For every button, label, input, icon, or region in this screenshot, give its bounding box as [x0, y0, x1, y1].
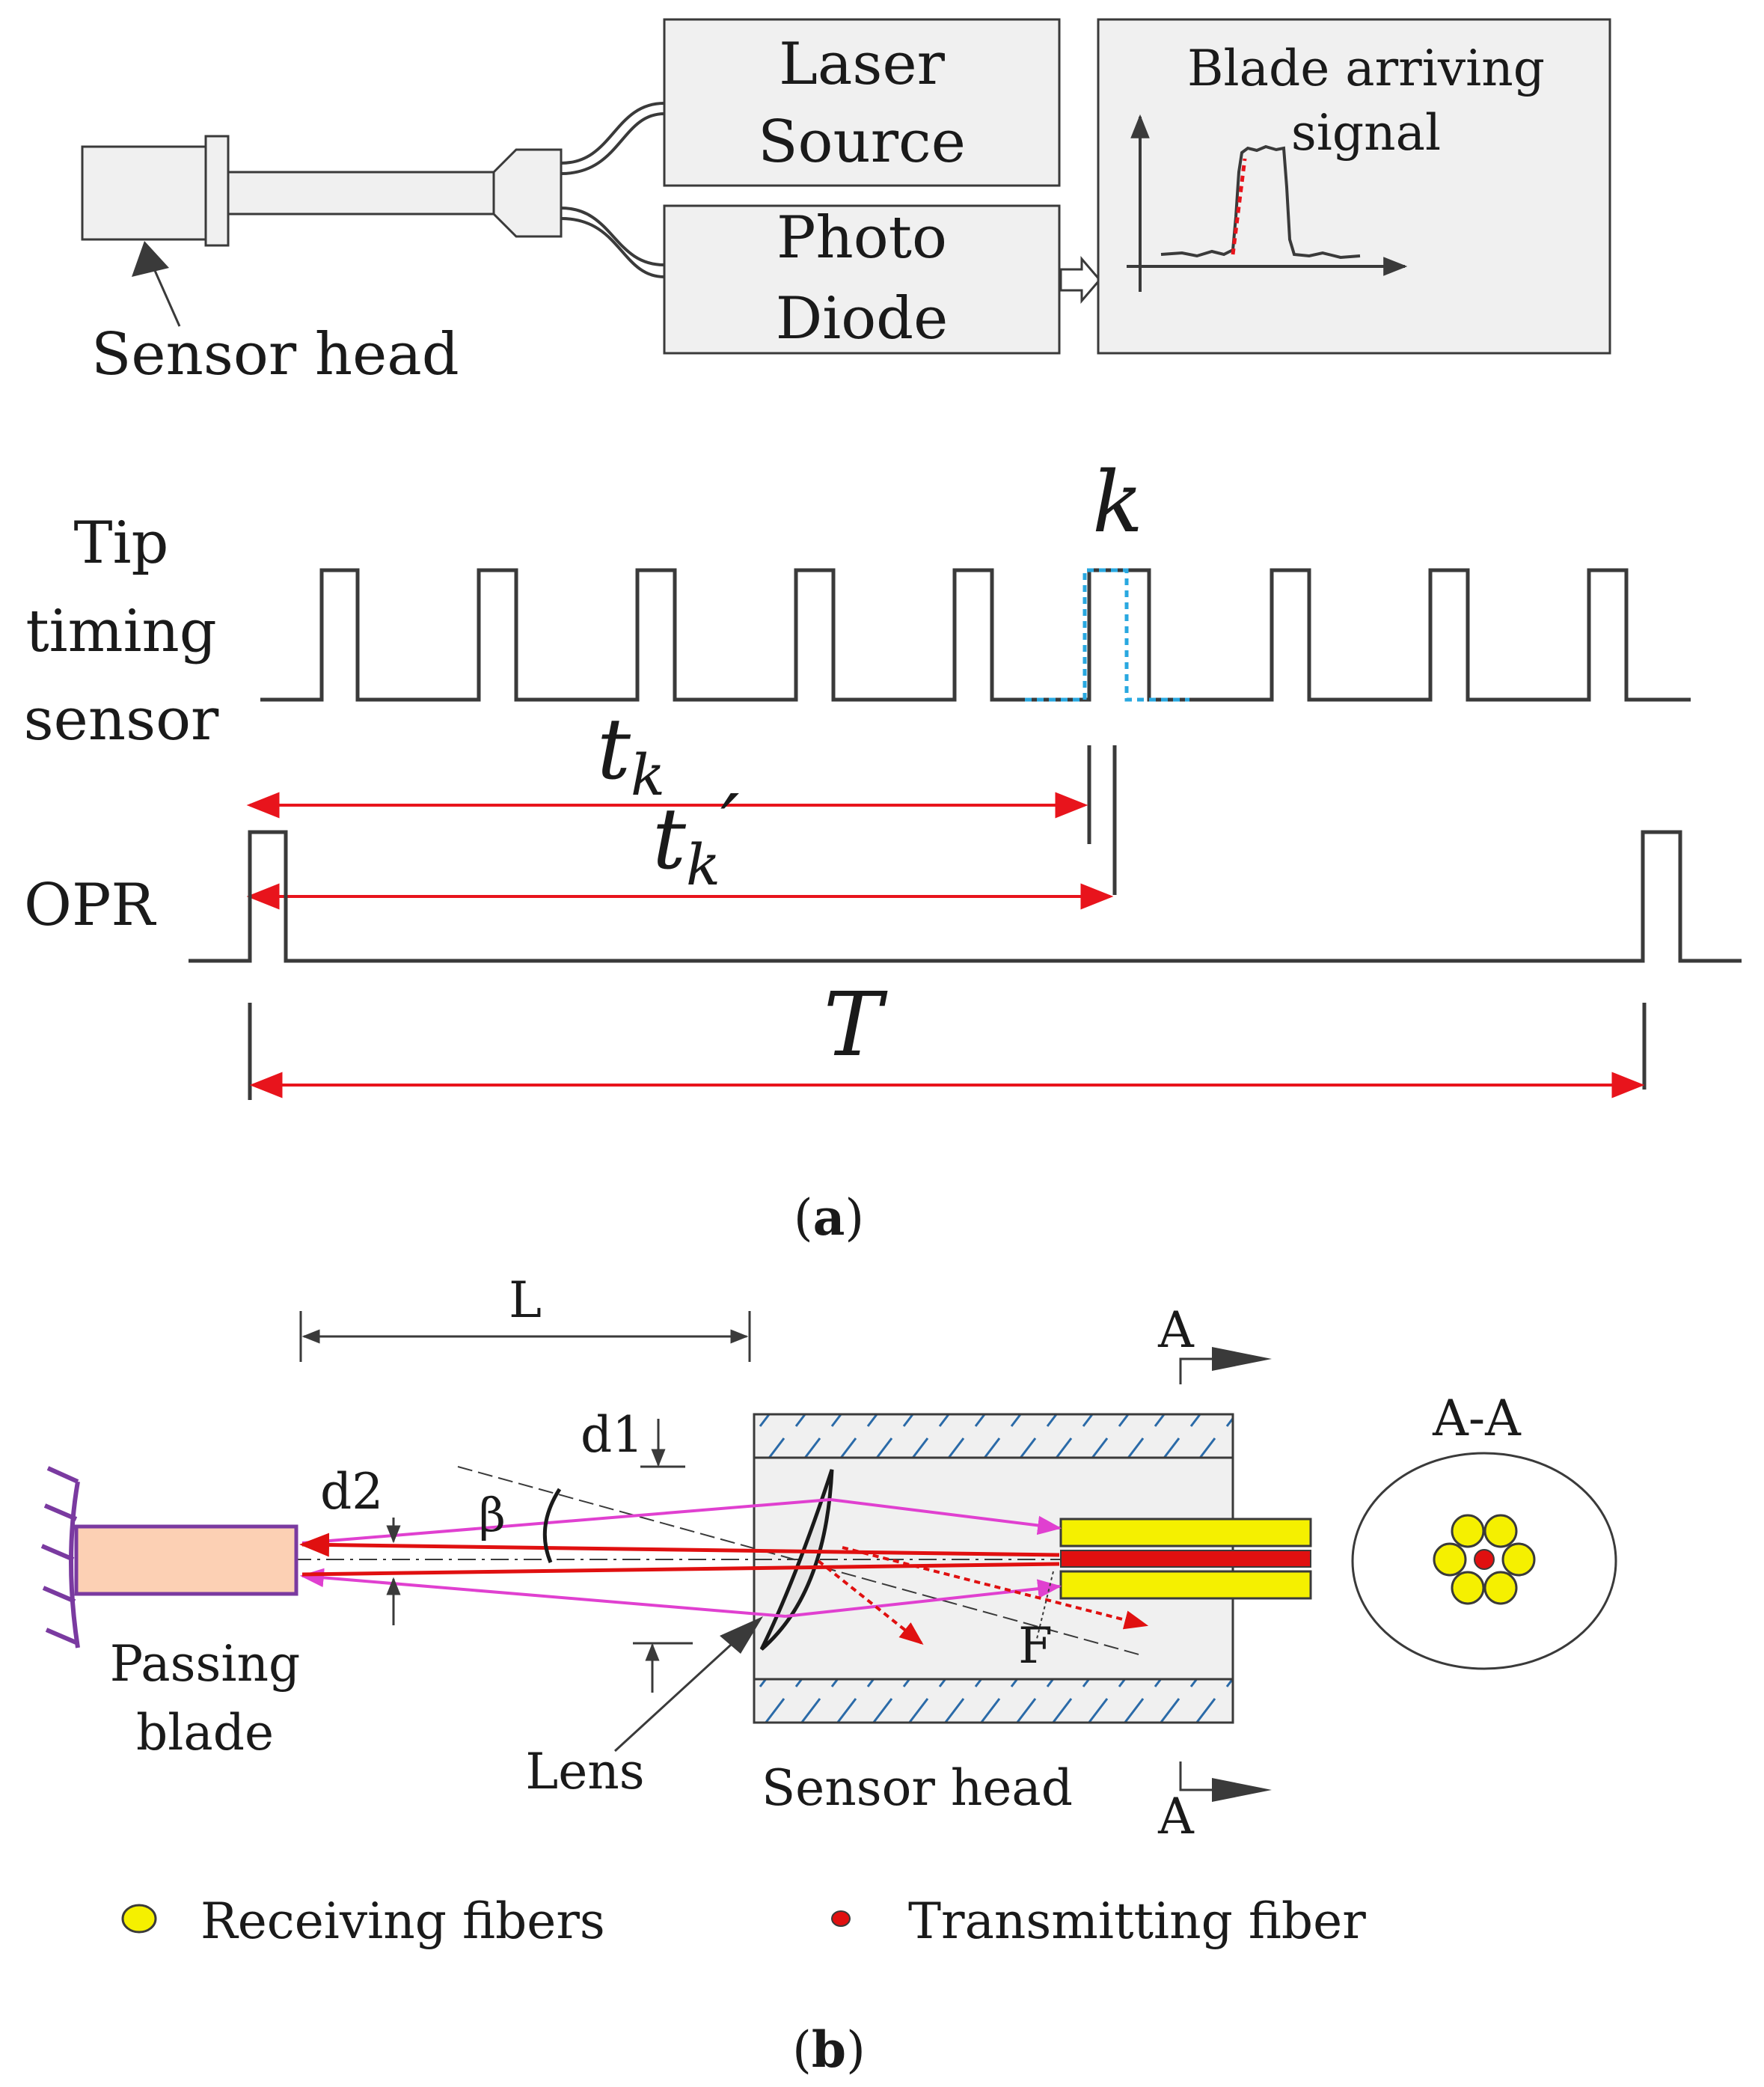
lens [759, 1469, 834, 1651]
fiber-cables [560, 102, 665, 278]
cross-section-fibers [1433, 1514, 1536, 1605]
tk-label: tk [597, 701, 665, 808]
beta-label: β [479, 1488, 506, 1542]
legend-receiving-label: Receiving fibers [200, 1892, 605, 1950]
caption-b: (b) [792, 2020, 866, 2079]
lens-pointer-arrowhead [720, 1616, 763, 1654]
section-A-top-arrow-icon [1212, 1347, 1272, 1371]
sensor-head-pointer-arrowhead [132, 241, 169, 277]
tip-timing-label-1: Tip [74, 510, 169, 577]
section-A-bottom-marker [1179, 1761, 1212, 1791]
laser-source-label-2: Source [758, 109, 966, 176]
legend-receiving-marker [121, 1904, 157, 1934]
photo-diode-box [663, 204, 1061, 355]
opr-label: OPR [24, 872, 156, 939]
blade-arriving-signal-trace [1160, 144, 1361, 260]
T-label: T [824, 973, 888, 1076]
F-label: F [1018, 1617, 1053, 1675]
housing-bottom-wall [753, 1678, 1234, 1724]
beam-red-upper [299, 1533, 1060, 1557]
opr-pulse-train [189, 830, 1742, 963]
sensor-system-diagram: Sensor head Laser Source Photo Diode Bla… [81, 18, 1611, 388]
d2-label: d2 [320, 1463, 383, 1521]
tip-timing-label-3: sensor [24, 686, 219, 754]
inclined-axis [457, 1466, 1142, 1656]
section-A-top-marker [1179, 1357, 1212, 1384]
legend-transmitting-marker [831, 1910, 851, 1927]
beta-angle-arc [542, 1488, 562, 1563]
section-A-bottom: A [1157, 1788, 1195, 1845]
receiving-fiber-cross-section [1433, 1542, 1467, 1577]
caption-a: (a) [794, 1188, 864, 1247]
laser-source-label-1: Laser [779, 31, 945, 98]
passing-blade [74, 1524, 298, 1596]
receiving-fiber-cross-section [1483, 1514, 1518, 1548]
tkp-label: tk′ [652, 777, 740, 898]
section-A-bottom-arrow-icon [1212, 1778, 1272, 1802]
beam-paths [299, 1498, 1149, 1645]
transmitting-fiber [1060, 1550, 1311, 1568]
legend-transmitting-label: Transmitting fiber [908, 1892, 1366, 1950]
optical-sensor-diagram: L A A Lens [40, 1271, 1617, 2079]
signal-box [1097, 18, 1611, 355]
lens-label: Lens [525, 1743, 644, 1800]
fiber-splitter [492, 148, 563, 238]
beam-magenta-lower [299, 1568, 786, 1618]
lens-pointer [613, 1636, 741, 1753]
photo-diode-label-1: Photo [777, 204, 947, 272]
passing-blade-label-2: blade [136, 1704, 274, 1761]
expected-arrival-pulse [1025, 568, 1189, 702]
receiving-fiber-upper [1059, 1518, 1312, 1547]
photo-diode-label-2: Diode [776, 285, 949, 352]
signal-trigger-level [1231, 158, 1247, 255]
d1-label: d1 [581, 1406, 643, 1464]
passing-blade-label-1: Passing [110, 1635, 300, 1693]
sensor-head-label-b: Sensor head [762, 1759, 1073, 1817]
signal-title-2: signal [1291, 104, 1441, 162]
sensor-head-body [81, 145, 207, 241]
receiving-fiber-cross-section [1451, 1571, 1485, 1605]
beam-magenta-lower-return [785, 1579, 1062, 1618]
section-A-top: A [1157, 1301, 1195, 1359]
receiving-fiber-lower [1059, 1570, 1312, 1600]
signal-title-1: Blade arriving [1187, 40, 1545, 97]
tip-timing-pulse-train [260, 568, 1691, 702]
transmitting-fiber-cross-section [1474, 1549, 1495, 1570]
receiving-fiber-cross-section [1451, 1514, 1485, 1548]
AA-label: A-A [1432, 1390, 1522, 1447]
output-arrow-icon [1059, 255, 1101, 305]
housing-top-wall [753, 1413, 1234, 1459]
timing-diagram: Tip timing sensor k tk tk′ OPR T (a) [24, 454, 1742, 1247]
beam-red-lower [301, 1562, 1060, 1577]
L-label: L [509, 1271, 542, 1329]
sensor-head-label-a: Sensor head [91, 321, 459, 388]
sensor-probe-tube [227, 171, 495, 216]
tip-timing-label-2: timing [25, 598, 216, 665]
sensor-head-flange [204, 135, 230, 247]
scatter-ray-1 [817, 1559, 924, 1645]
receiving-fiber-cross-section [1483, 1571, 1518, 1605]
receiving-fiber-cross-section [1501, 1542, 1536, 1577]
laser-source-box [663, 18, 1061, 187]
beam-magenta-upper-return [830, 1498, 1062, 1536]
k-label: k [1092, 454, 1143, 551]
blade-root-hatch [40, 1466, 80, 1648]
